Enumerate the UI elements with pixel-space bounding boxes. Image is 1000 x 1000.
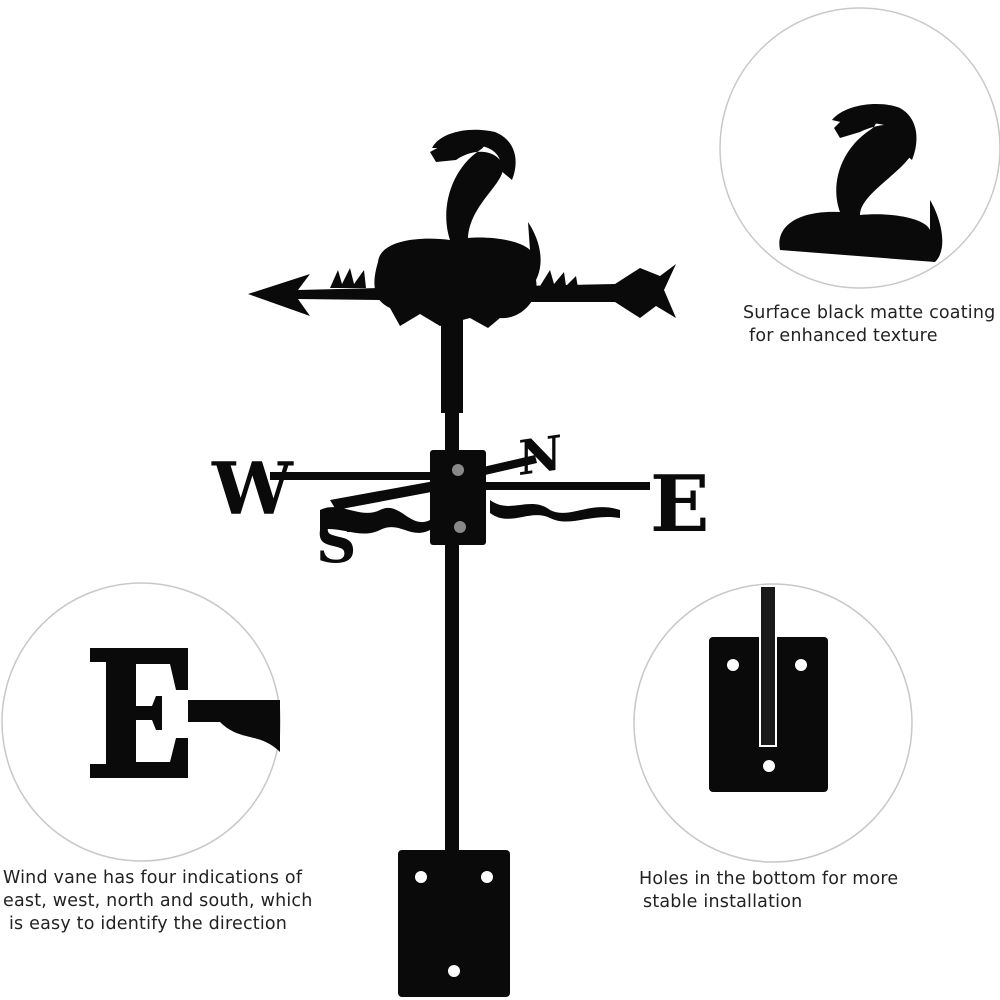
caption-holes-line2: stable installation [643,892,803,912]
caption-coating-line2: for enhanced texture [749,326,938,346]
caption-coating: Surface black matte coating for enhanced… [743,302,995,348]
compass-letter-east: E [650,459,709,550]
base-plate [398,850,510,997]
detail-circle-mount-plate [633,583,913,863]
caption-directions-line3: is easy to identify the direction [9,914,288,934]
arrow-pointer [248,264,676,318]
snake-silhouette [374,129,541,328]
snake-closeup [779,104,943,262]
caption-coating-line1: Surface black matte coating [743,303,996,323]
compass-arms [270,455,650,534]
detail-circle-snake [719,7,1000,289]
caption-holes: Holes in the bottom for more stable inst… [639,868,898,914]
caption-directions: Wind vane has four indications of east, … [3,867,313,936]
compass-letter-north: N [518,425,562,487]
main-pole [441,318,463,413]
letter-e-closeup [90,648,280,778]
center-bracket [430,450,486,545]
caption-directions-line1: Wind vane has four indications of [3,868,303,888]
mount-plate-closeup [709,585,828,792]
caption-holes-line1: Holes in the bottom for more [639,869,899,889]
compass-letter-south: S [316,510,356,576]
compass-letter-west: W [211,446,294,531]
caption-directions-line2: east, west, north and south, which [3,891,313,911]
